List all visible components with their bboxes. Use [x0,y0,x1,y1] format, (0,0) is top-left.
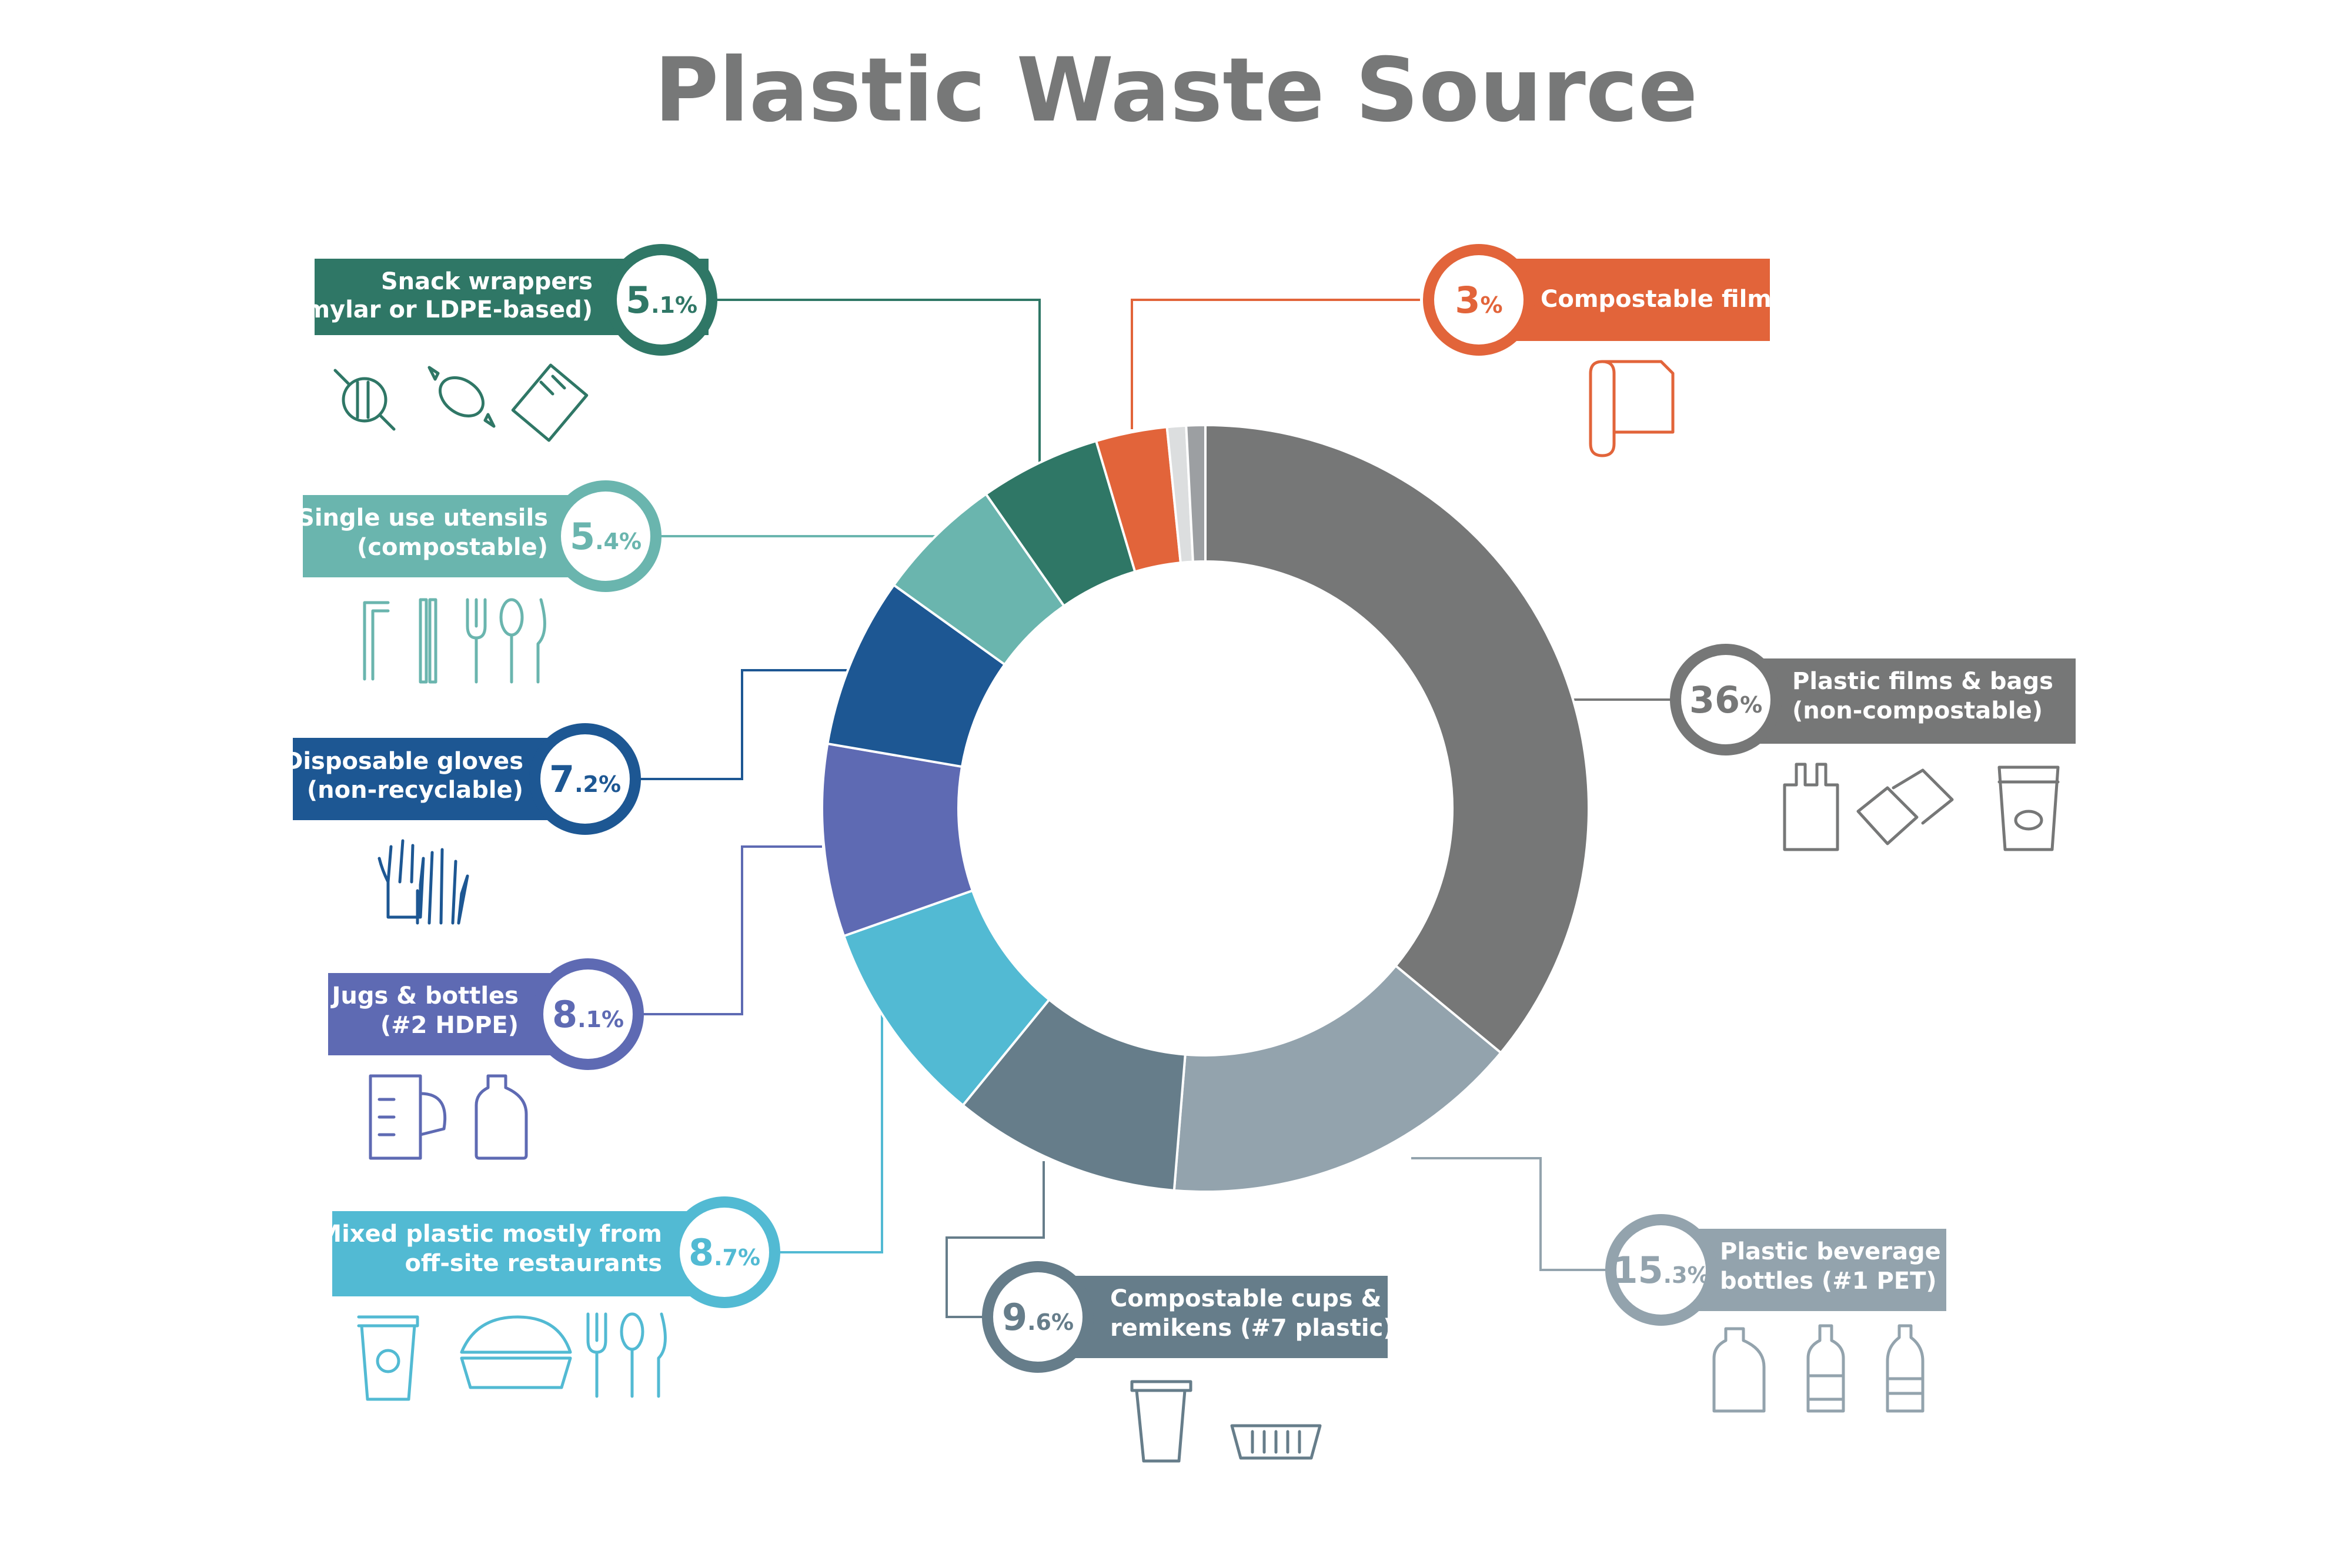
straw-icon [363,601,390,681]
percent-label: 3% [1455,279,1502,322]
wrapped-candy-icon [427,366,496,428]
slice-label: (compostable) [357,534,548,561]
icon-groups [333,360,2060,1463]
slice-label: Jugs & bottles [330,982,519,1009]
slice-label: off-site restaurants [405,1250,662,1277]
water-bottle-icon [1806,1324,1845,1413]
slice-films [1204,423,1590,1055]
slice-label: Compostable film [1541,286,1772,313]
slice-label: Snack wrappers [381,268,593,295]
candy-icon [333,369,396,431]
slice-label: (#2 HDPE) [380,1012,519,1039]
slice-label: Compostable cups & [1110,1285,1381,1312]
coffee-cup-icon [357,1315,419,1401]
sachet-icon [1856,768,1954,845]
fork-spoon-knife-icon [466,598,546,684]
percent-label: 5.1% [626,279,697,322]
pouch-bag-icon [1997,765,2060,851]
callout-jugs: 8.1% Jugs & bottles (#2 HDPE) [328,958,644,1070]
connector-gloves [629,669,847,780]
clamshell-container-icon [460,1315,572,1389]
percent-badge [1616,1225,1706,1315]
connector-snack [711,299,1041,464]
percent-label: 7.2% [549,758,621,801]
callouts: 5.1%Snack wrappers(mylar or LDPE-based)5… [283,244,2076,1373]
connector-pet [1411,1157,1611,1271]
measuring-jug-icon [369,1074,447,1160]
film-roll-icon [1589,360,1675,457]
percent-badge [993,1272,1083,1362]
slice-label: remikens (#7 plastic) [1110,1315,1394,1342]
connector-mixed [776,1014,883,1253]
callout-gloves: 7.2% Disposable gloves(non-recyclable) [283,723,641,835]
slice-label: (mylar or LDPE-based) [295,296,593,323]
milk-jug-icon [475,1074,528,1160]
percent-label: 9.6% [1002,1296,1074,1339]
percent-badge [617,255,706,345]
donut-chart [821,423,1590,1193]
percent-label: 36% [1689,678,1762,721]
connector-cups [946,1161,1045,1318]
gloves-icon [377,839,469,925]
lidded-cup-icon [1130,1380,1192,1463]
percent-badge [561,492,650,581]
chocolate-bar-icon [511,363,589,442]
callout-utensils: 5.4% Single use utensils (compostable) [298,480,662,592]
slice-label: Plastic films & bags [1792,668,2053,695]
slice-label: Disposable gloves [283,748,523,775]
slice-label: (non-compostable) [1792,697,2043,724]
slice-unlabeled-2 [1185,423,1207,563]
connector-jugs [629,845,822,1015]
chopsticks-icon [419,598,437,684]
gallon-jug-icon [1712,1327,1766,1413]
percent-badge [543,969,633,1059]
callout-cups: 9.6% Compostable cups & remikens (#7 plast… [982,1261,1394,1373]
plastic-bag-icon [1783,763,1839,851]
slice-pet [1172,964,1503,1193]
soda-bottle-icon [1886,1324,1925,1413]
callout-box [332,1211,697,1296]
connector-lines [629,299,1679,1318]
slice-label: bottles (#1 PET) [1720,1268,1937,1295]
callout-films: 36% Plastic films & bags(non-compostable) [1670,644,2076,755]
connector-film [1131,299,1420,429]
percent-label: 5.4% [570,515,642,558]
percent-label: 8.7% [689,1231,760,1274]
callout-pet: 15.3% Plastic beverage bottles (#1 PET) [1605,1214,1946,1326]
cutlery-icon [586,1312,667,1398]
percent-badge [540,734,630,824]
percent-badge [680,1208,769,1297]
callout-film: 3% Compostable film [1423,244,1772,356]
percent-label: 15.3% [1612,1249,1709,1292]
chart-title: Plastic Waste Source [654,39,1698,142]
ramekin-icon [1230,1424,1322,1460]
slice-label: Plastic beverage [1720,1238,1941,1265]
percent-badge [1434,255,1524,345]
callout-snack: 5.1% Snack wrappers(mylar or LDPE-based) [295,244,717,356]
slice-label: Single use utensils [298,504,548,531]
slice-label: (non-recyclable) [307,777,523,804]
percent-badge [1681,655,1770,744]
percent-label: 8.1% [552,993,624,1036]
slice-label: Mixed plastic mostly from [318,1221,662,1248]
